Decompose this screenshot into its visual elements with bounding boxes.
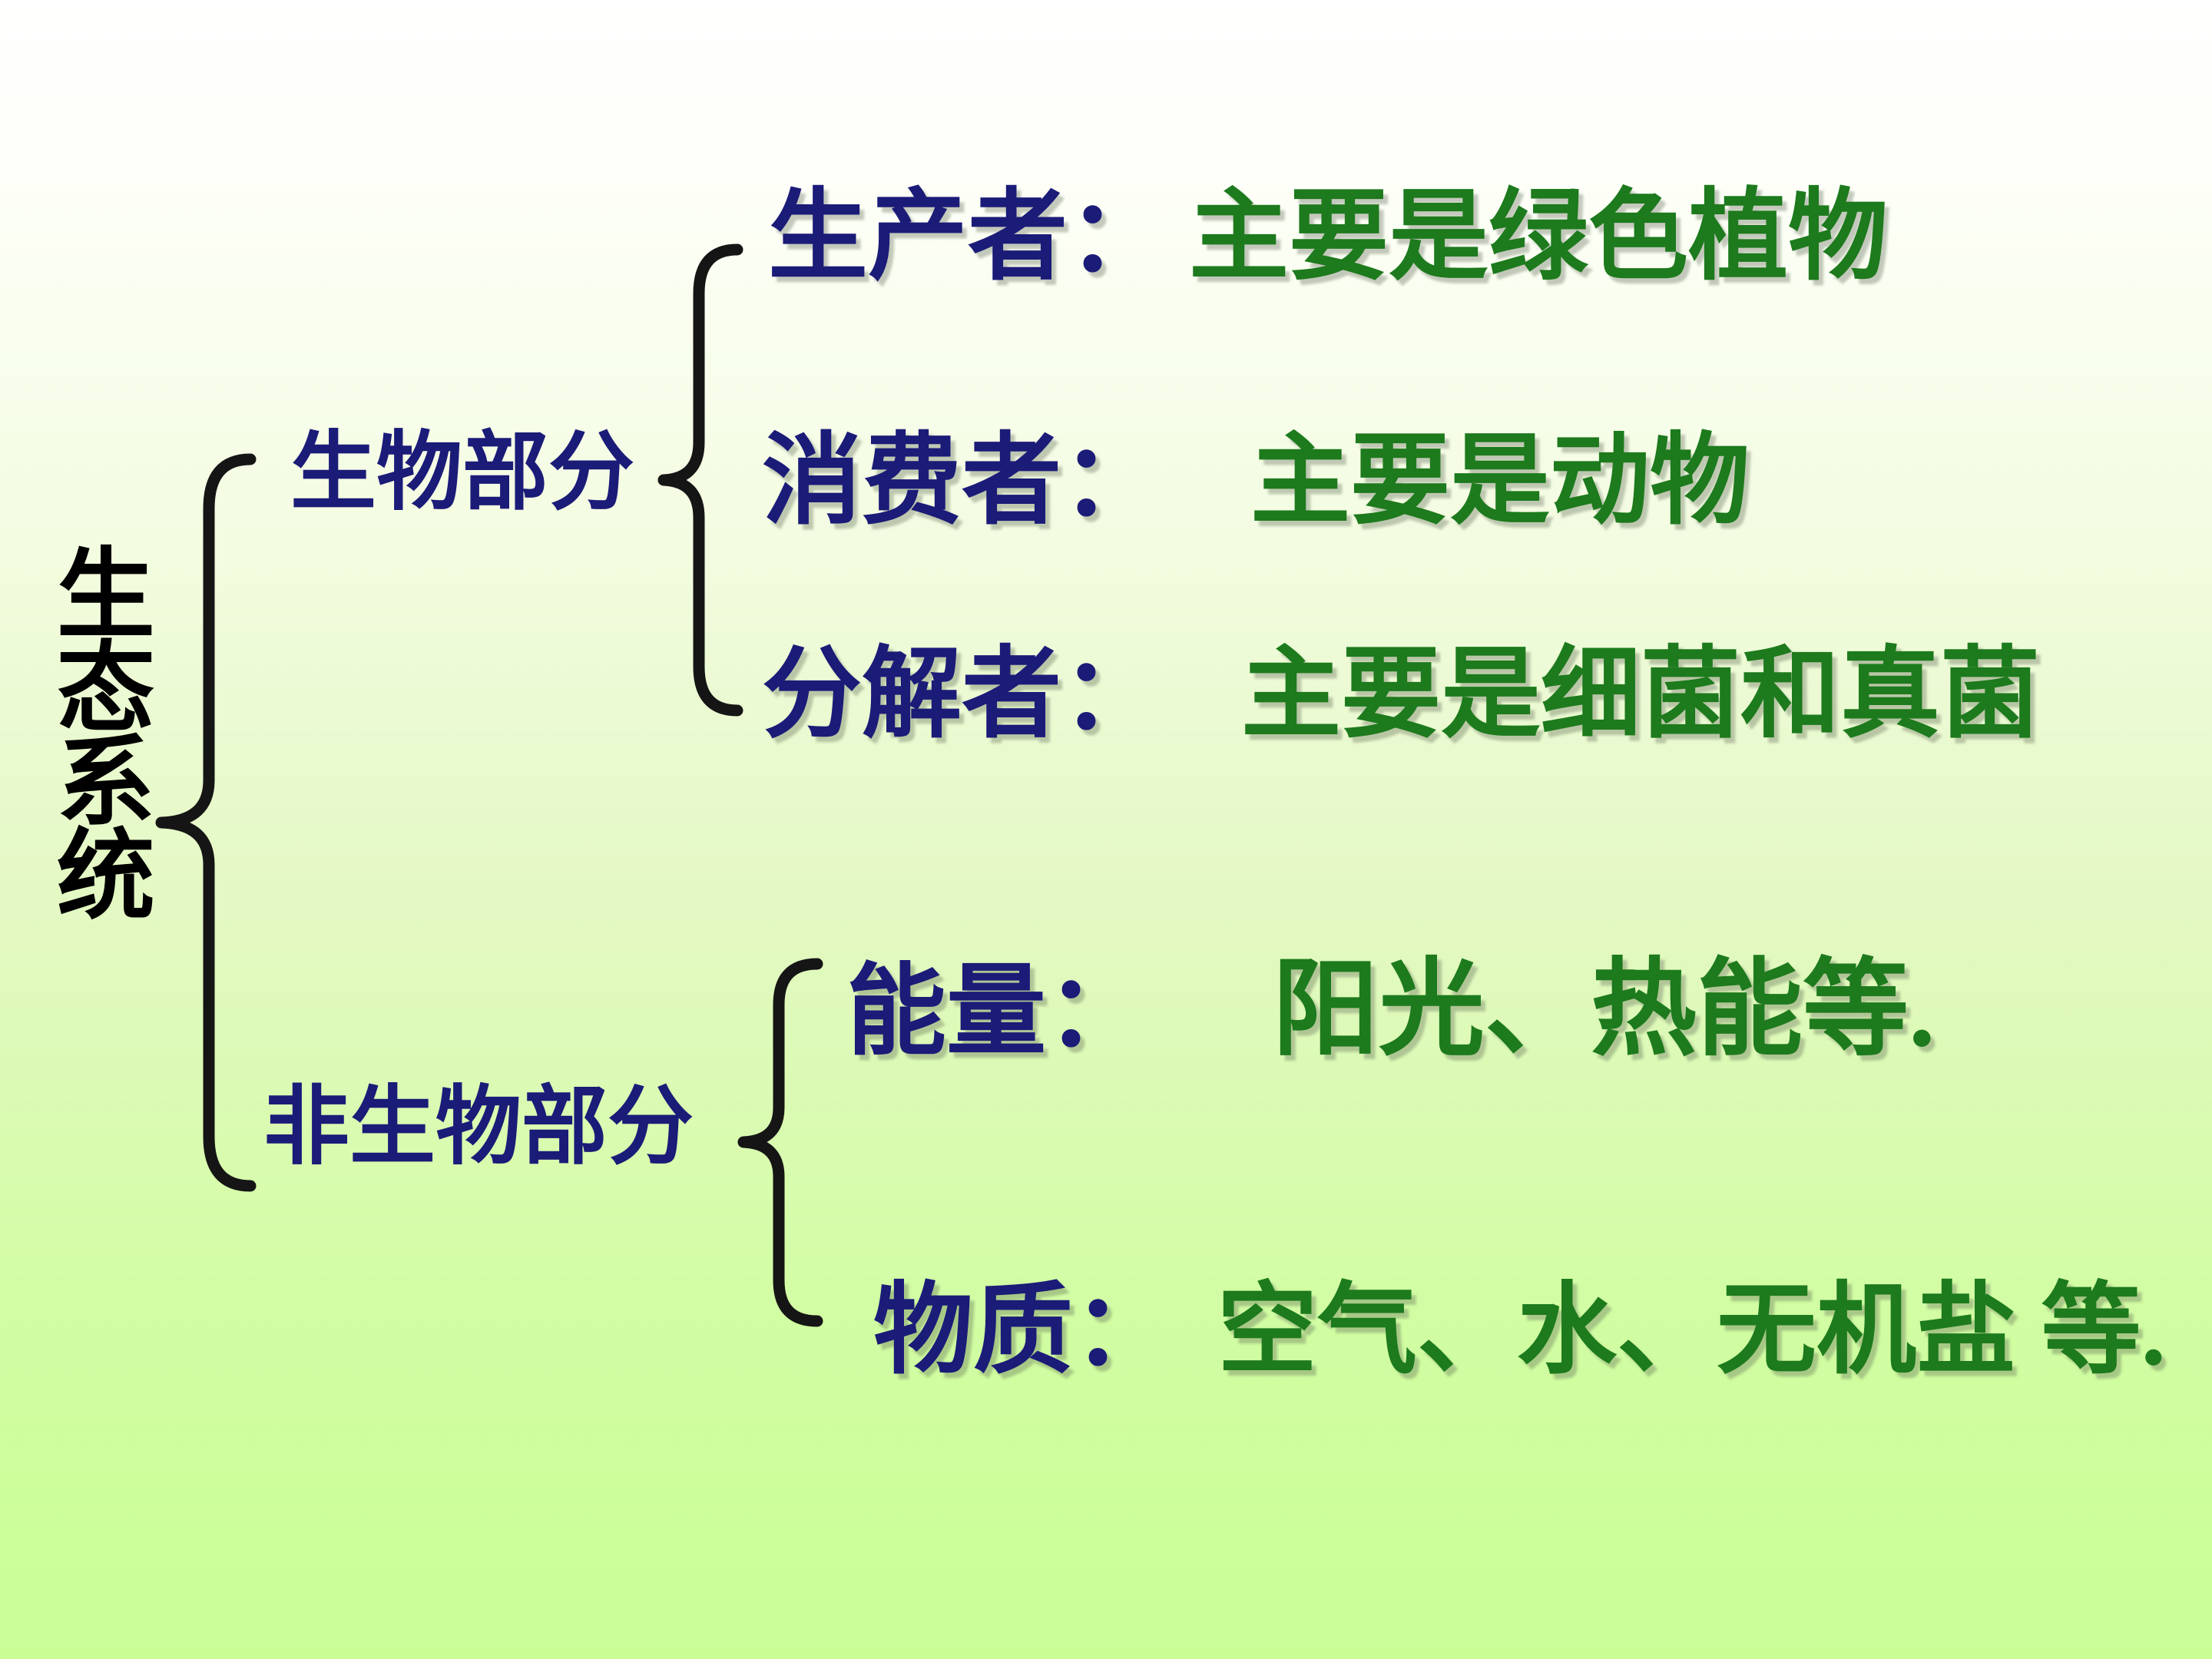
producers-desc: 主要是绿色植物	[1189, 182, 1889, 293]
row-decomposers: 分解者：主要是细菌和真菌	[762, 645, 2040, 745]
branch-label-biotic: 生物部分	[290, 426, 634, 521]
energy-term: 能量：	[846, 957, 1147, 1068]
row-matter: 物质：空气、水、无机盐 等.	[873, 1281, 2166, 1381]
producers-term: 生产者：	[768, 182, 1168, 293]
consumers-term: 消费者：	[762, 426, 1162, 537]
consumers-desc: 主要是动物	[1250, 426, 1750, 537]
row-consumers: 消费者：主要是动物	[762, 432, 1750, 531]
row-producers: 生产者：主要是绿色植物	[768, 187, 1888, 287]
matter-desc: 空气、水、无机盐 等.	[1217, 1276, 2167, 1386]
abiotic-brace-icon	[737, 958, 823, 1327]
root-label-ecosystem: 生态系统	[41, 542, 151, 917]
row-energy: 能量：阳光、热能等.	[846, 957, 1936, 1063]
decomposers-desc: 主要是细菌和真菌	[1241, 640, 2041, 750]
branch-label-abiotic: 非生物部分	[263, 1080, 694, 1175]
matter-term: 物质：	[873, 1276, 1174, 1386]
energy-desc: 阳光、热能等.	[1273, 951, 1936, 1068]
biotic-brace-icon	[657, 243, 743, 717]
decomposers-term: 分解者：	[762, 640, 1162, 750]
root-brace-icon	[155, 453, 257, 1192]
